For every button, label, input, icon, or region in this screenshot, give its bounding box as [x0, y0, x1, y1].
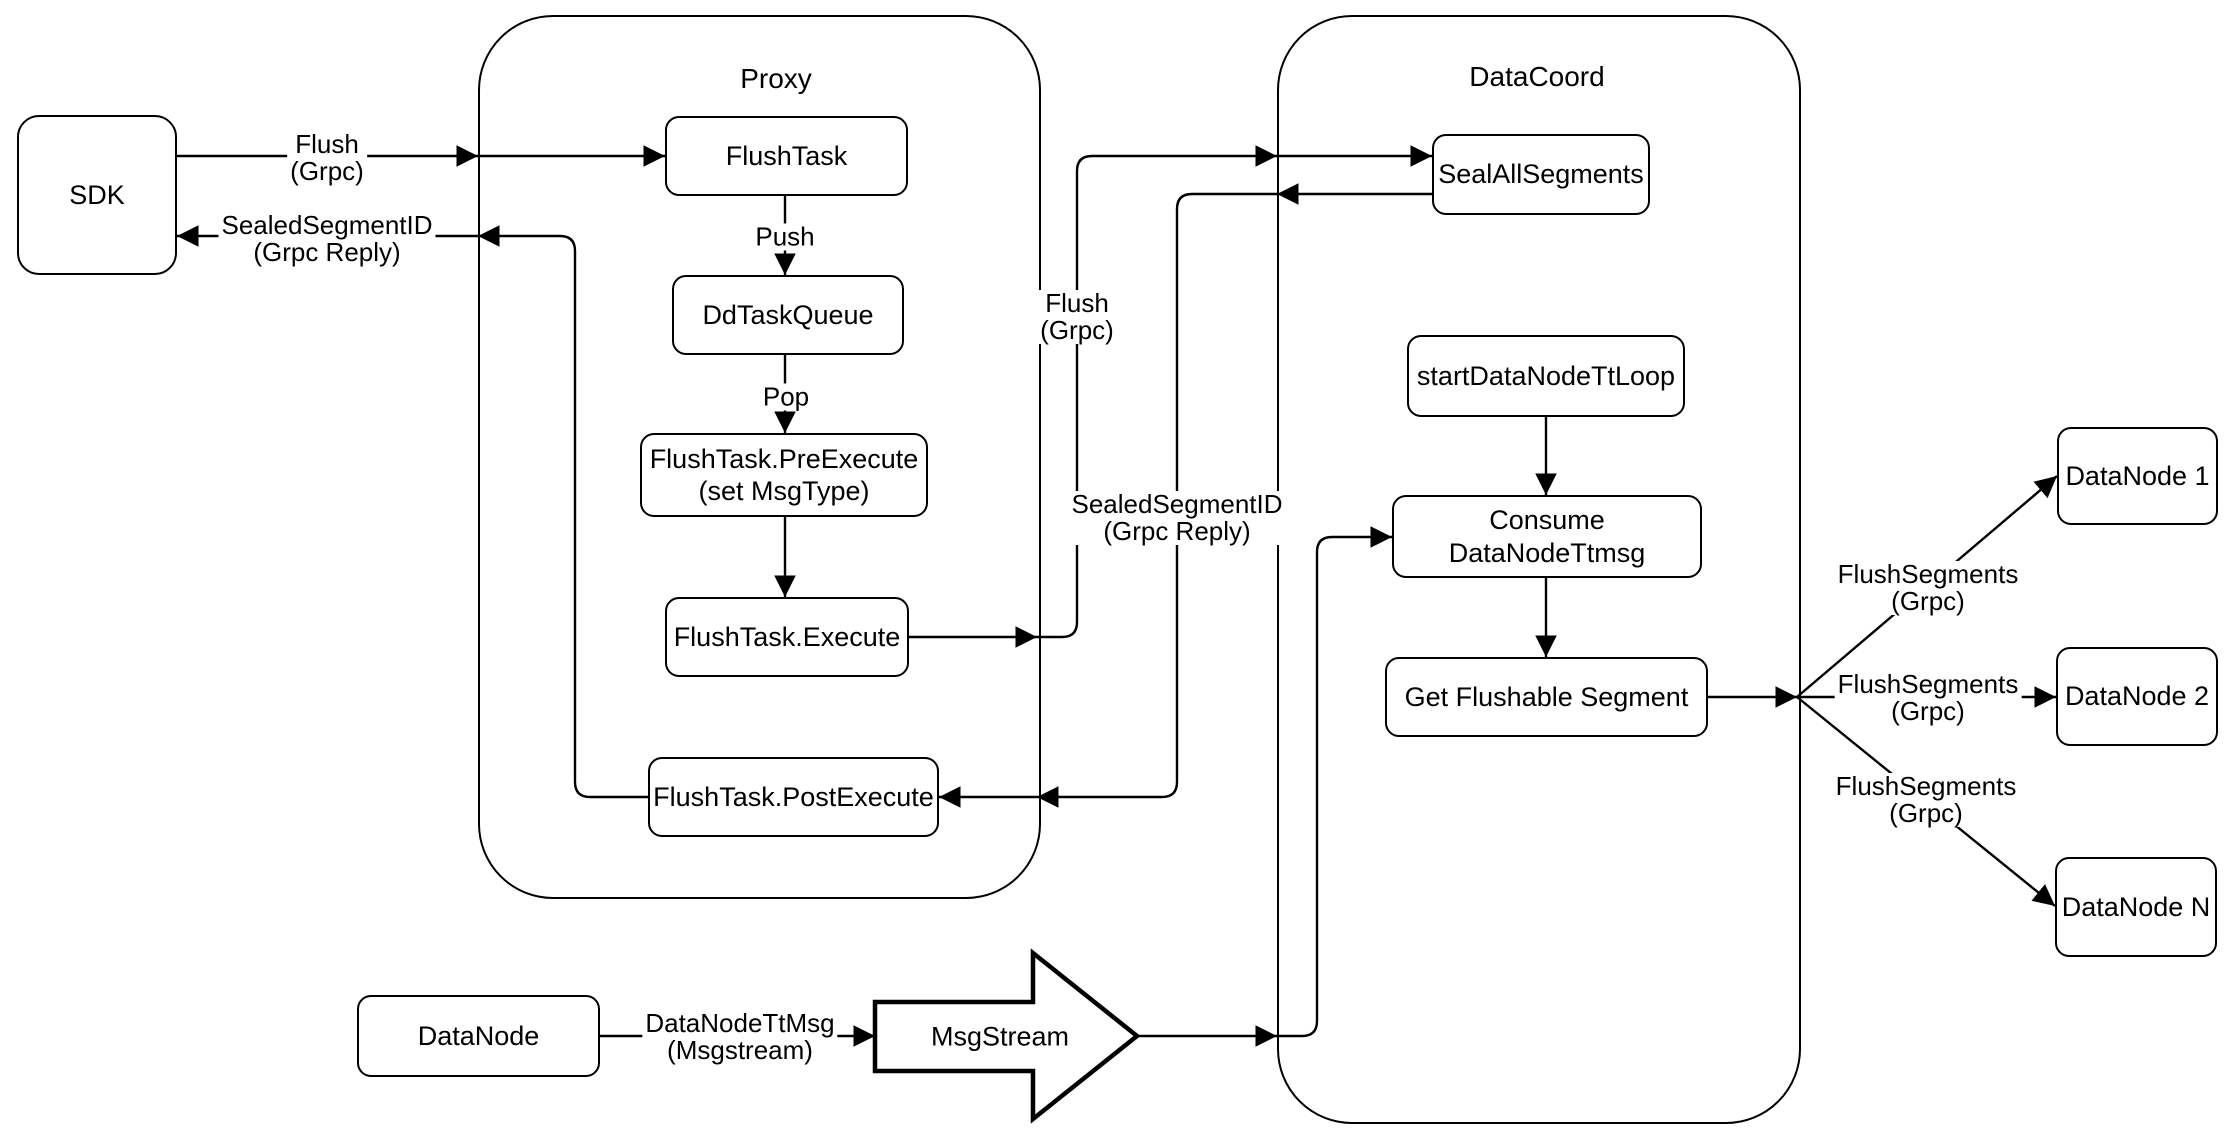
node-ddtaskqueue-label: DdTaskQueue — [702, 299, 874, 330]
node-datanode1-label: DataNode 1 — [2065, 460, 2210, 491]
edge-label-datanodettmsg-line1: DataNodeTtMsg — [645, 1008, 835, 1038]
edge-label-push-line1: Push — [755, 221, 815, 252]
node-postexecute: FlushTask.PostExecute — [648, 757, 939, 837]
node-flushtask-label: FlushTask — [725, 140, 848, 171]
msgstream-shape-label: MsgStream — [930, 1021, 1070, 1052]
edge-label-push: Push — [752, 221, 818, 252]
node-execute: FlushTask.Execute — [665, 597, 909, 677]
edge-proxy-to-datacoord-flush — [1037, 145, 1277, 639]
node-preexecute: FlushTask.PreExecute (set MsgType) — [640, 433, 928, 517]
node-datanode2-label: DataNode 2 — [2064, 681, 2210, 712]
edge-label-datanodettmsg-line2: (Msgstream) — [667, 1035, 813, 1065]
node-getflushablesegment: Get Flushable Segment — [1385, 657, 1708, 737]
datacoord-container — [1277, 15, 1801, 1124]
edge-label-flushsegments-1: FlushSegments (Grpc) — [1834, 559, 2022, 616]
edge-label-sealed-sdk-line1: SealedSegmentID — [221, 210, 433, 240]
edge-datacoord-to-consume-ttmsg — [1277, 526, 1392, 1038]
edge-label-flush-sdk: Flush (Grpc) — [287, 131, 367, 185]
node-datanode1: DataNode 1 — [2057, 427, 2218, 525]
node-datanoden-label: DataNode N — [2061, 891, 2211, 922]
node-ddtaskqueue: DdTaskQueue — [672, 275, 904, 355]
node-startdatanodettloop-label: startDataNodeTtLoop — [1416, 360, 1676, 391]
edge-label-sealed-mid: SealedSegmentID (Grpc Reply) — [1068, 489, 1286, 546]
edge-label-flushsegments-2-line1: FlushSegments — [1837, 669, 2019, 699]
edge-label-flushsegments-3: FlushSegments (Grpc) — [1832, 771, 2020, 828]
edge-label-flushsegments-2-line2: (Grpc) — [1891, 696, 1965, 726]
node-datanoden: DataNode N — [2055, 857, 2217, 957]
node-getflushablesegment-label: Get Flushable Segment — [1404, 681, 1689, 712]
edge-label-sealed-mid-line2: (Grpc Reply) — [1103, 516, 1251, 546]
proxy-container-title: Proxy — [740, 63, 812, 94]
edge-label-flush-mid: Flush (Grpc) — [1037, 290, 1117, 344]
node-preexecute-sublabel: (set MsgType) — [698, 476, 870, 506]
edge-label-flush-mid-line1: Flush — [1045, 288, 1109, 318]
edge-label-datanodettmsg: DataNodeTtMsg (Msgstream) — [642, 1008, 838, 1065]
edge-postexecute-to-proxy-reply — [478, 225, 648, 799]
edge-label-flushsegments-3-line1: FlushSegments — [1835, 771, 2017, 801]
node-sealallsegments-label: SealAllSegments — [1438, 159, 1644, 190]
datacoord-container-title: DataCoord — [1469, 61, 1605, 92]
node-datanode-source: DataNode — [357, 995, 600, 1077]
node-datanode-source-label: DataNode — [417, 1020, 540, 1051]
edge-label-pop-line1: Pop — [762, 381, 810, 412]
edge-label-flushsegments-1-line1: FlushSegments — [1837, 559, 2019, 589]
msgstream-arrow-shape — [872, 948, 1141, 1124]
node-preexecute-label: FlushTask.PreExecute — [649, 443, 919, 474]
node-sealallsegments: SealAllSegments — [1432, 134, 1650, 215]
node-postexecute-label: FlushTask.PostExecute — [653, 781, 934, 812]
node-sdk: SDK — [17, 115, 177, 275]
edge-label-pop: Pop — [759, 381, 813, 412]
node-execute-label: FlushTask.Execute — [673, 621, 901, 652]
edge-label-flushsegments-1-line2: (Grpc) — [1891, 586, 1965, 616]
node-flushtask: FlushTask — [665, 116, 908, 196]
node-sdk-label: SDK — [69, 179, 125, 210]
edge-label-flush-mid-line2: (Grpc) — [1040, 315, 1114, 345]
edge-label-flush-sdk-line1: Flush — [295, 129, 359, 159]
edge-label-sealed-sdk-line2: (Grpc Reply) — [253, 237, 401, 267]
node-datanode2: DataNode 2 — [2056, 647, 2218, 746]
edge-label-flushsegments-3-line2: (Grpc) — [1889, 798, 1963, 828]
edge-label-flush-sdk-line2: (Grpc) — [290, 156, 364, 186]
node-startdatanodettloop: startDataNodeTtLoop — [1407, 335, 1685, 417]
node-consumedatanodettmsg: Consume DataNodeTtmsg — [1392, 495, 1702, 578]
proxy-container — [478, 15, 1041, 899]
edge-label-sealed-sdk: SealedSegmentID (Grpc Reply) — [218, 210, 436, 267]
edge-label-flushsegments-2: FlushSegments (Grpc) — [1834, 669, 2022, 726]
edge-label-sealed-mid-line1: SealedSegmentID — [1071, 489, 1283, 519]
node-consumedatanodettmsg-label: Consume DataNodeTtmsg — [1448, 505, 1646, 568]
